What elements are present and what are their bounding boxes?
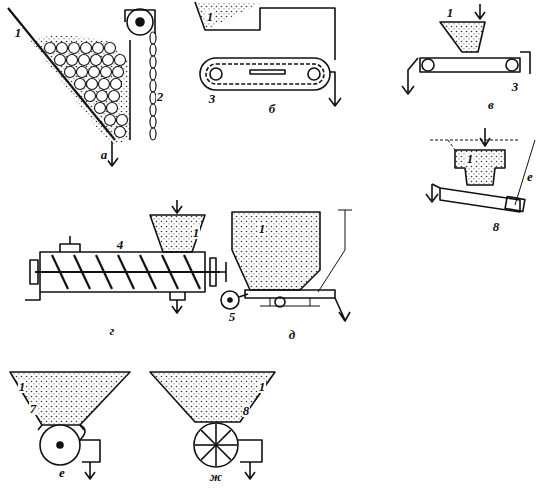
callout-number: 1 — [446, 6, 455, 19]
callout-number: 2 — [156, 90, 165, 103]
screw-feeder — [25, 200, 226, 313]
roller-belt-feeder — [402, 4, 530, 94]
figure-caption: г — [109, 324, 116, 337]
callout-number: 8 — [242, 404, 251, 417]
drum-feeder — [10, 372, 130, 479]
figure-caption: в — [487, 98, 495, 111]
callout-number: 1 — [206, 10, 215, 23]
figure-caption: е — [526, 170, 534, 183]
callout-number: 4 — [116, 238, 125, 251]
callout-number: 1 — [192, 226, 201, 239]
figure-caption: б — [268, 102, 277, 115]
vibrating-tray-feeder — [426, 128, 535, 212]
vane-feeder — [150, 372, 275, 479]
callout-number: 1 — [258, 380, 267, 393]
callout-number: 1 — [14, 26, 23, 39]
apron-feeder — [195, 2, 341, 106]
callout-number: 3 — [511, 80, 520, 93]
callout-number: 8 — [492, 220, 501, 233]
figure-caption: е — [58, 466, 66, 479]
callout-number: 1 — [18, 380, 27, 393]
callout-number: 1 — [466, 152, 475, 165]
callout-number: 7 — [29, 402, 38, 415]
figure-caption: а — [100, 148, 109, 161]
plate-feeder — [221, 210, 352, 321]
callout-number: 3 — [208, 92, 217, 105]
chain-curtain-feeder — [8, 8, 156, 166]
figure-caption: ж — [209, 470, 223, 483]
callout-number: 5 — [228, 310, 237, 323]
figure-caption: д — [288, 328, 296, 341]
callout-number: 1 — [258, 222, 267, 235]
